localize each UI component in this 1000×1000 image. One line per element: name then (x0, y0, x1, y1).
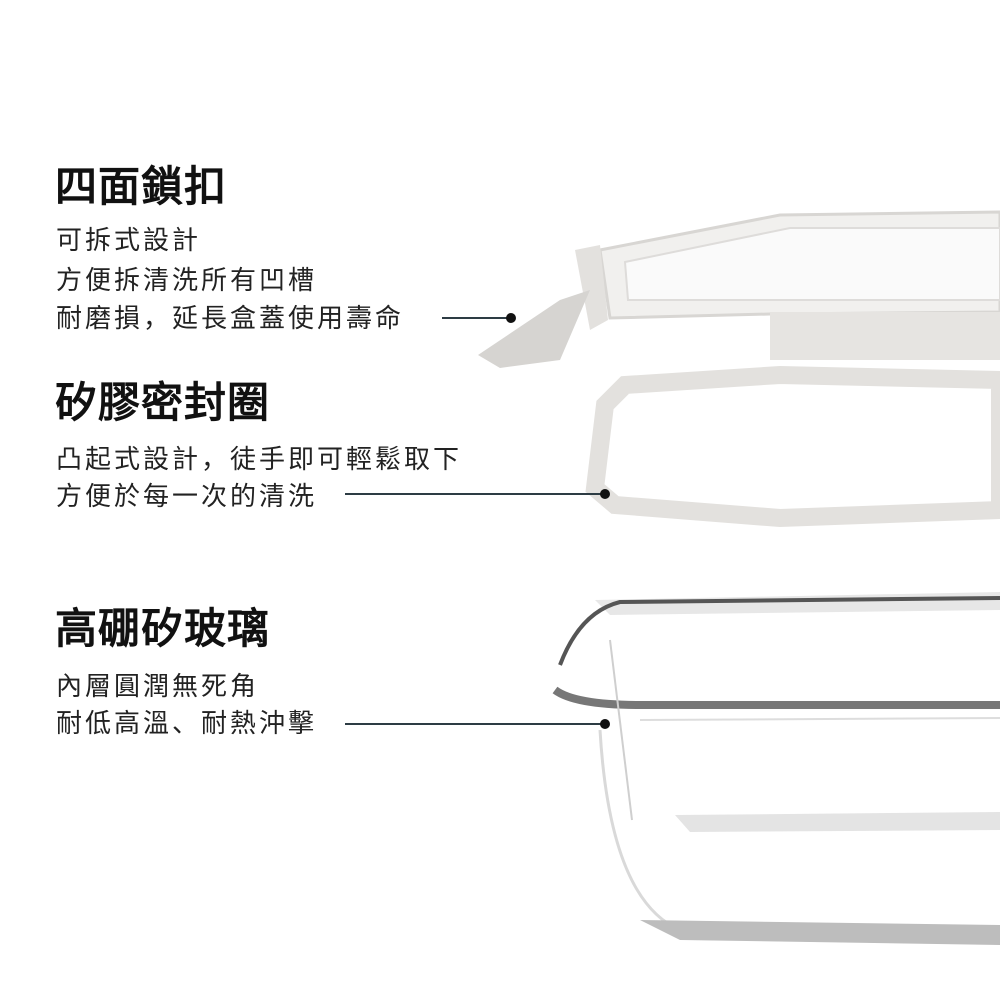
glass-container-illustration (552, 592, 1000, 945)
feature-text: 凸起式設計，徒手即可輕鬆取下 (56, 445, 463, 475)
feature-text: 耐磨損，延長盒蓋使用壽命 (56, 304, 405, 334)
feature-title-seal: 矽膠密封圈 (55, 378, 271, 427)
feature-title-glass: 高硼矽玻璃 (55, 604, 271, 653)
feature-text: 耐低高溫、耐熱沖擊 (56, 709, 318, 739)
seal-ring-illustration (585, 365, 1000, 528)
feature-text: 方便於每一次的清洗 (56, 482, 318, 512)
callout-dot-glass (600, 719, 610, 729)
callout-dot-lid (506, 313, 516, 323)
feature-text: 方便拆清洗所有凹槽 (56, 266, 318, 296)
lid-illustration (478, 210, 1000, 368)
feature-text: 內層圓潤無死角 (56, 672, 260, 702)
callout-dot-seal (600, 489, 610, 499)
feature-text: 可拆式設計 (56, 226, 202, 256)
feature-title-lock: 四面鎖扣 (55, 162, 228, 211)
